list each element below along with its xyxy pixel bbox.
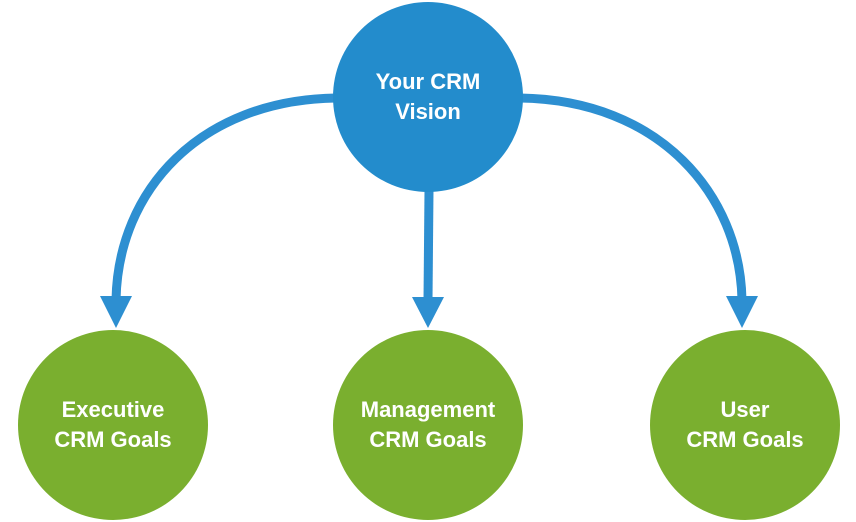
arrow-right-line (519, 93, 747, 301)
vision-line-2: Vision (395, 99, 461, 124)
goal-node-user: User CRM Goals (650, 330, 840, 520)
arrow-left-line (111, 93, 337, 301)
goal-executive-line-2: CRM Goals (54, 427, 172, 452)
goal-node-management: Management CRM Goals (333, 330, 523, 520)
arrow-middle-line (423, 189, 434, 301)
goal-node-executive: Executive CRM Goals (18, 330, 208, 520)
vision-line-1: Your CRM (375, 69, 481, 94)
goal-user-line-1: User (720, 397, 770, 422)
goal-management-line-1: Management (360, 397, 496, 422)
goal-management-line-2: CRM Goals (369, 427, 487, 452)
arrow-right-head (726, 296, 758, 328)
arrow-middle-head (412, 297, 444, 328)
goal-user-line-2: CRM Goals (686, 427, 804, 452)
arrow-left-head (100, 296, 132, 328)
vision-node: Your CRM Vision (333, 2, 523, 192)
goal-executive-line-1: Executive (61, 397, 165, 422)
